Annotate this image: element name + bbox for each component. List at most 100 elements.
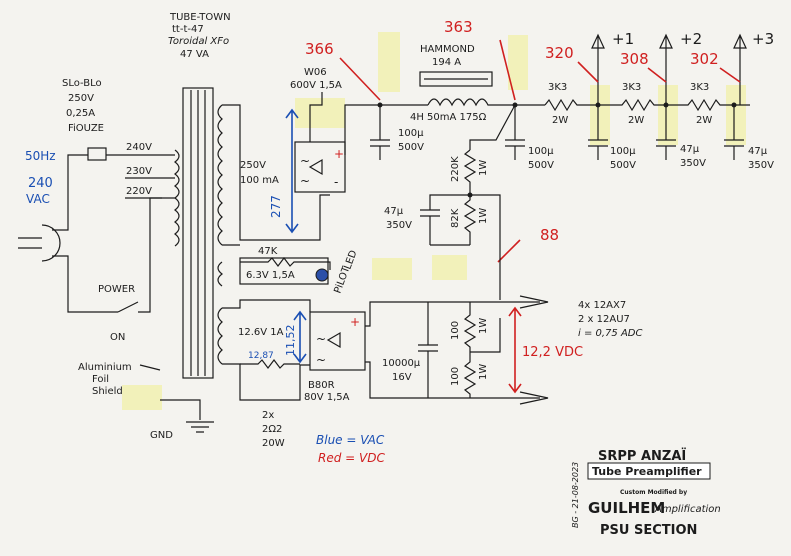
heater-vdc: 12,2 VDC <box>522 345 583 360</box>
heater-dc-rail <box>365 301 540 327</box>
heater-measured-dc: 11,52 <box>284 325 297 357</box>
voltage-308: 308 <box>620 50 649 68</box>
shield-label-3: Shield <box>92 386 123 397</box>
div-cap-value: 47µ <box>384 206 404 217</box>
hv-measured-ac: 277 <box>269 195 283 218</box>
xfo-maker: TUBE-TOWN <box>169 12 231 23</box>
leader-320 <box>577 61 599 83</box>
resistor-3k3-2 <box>598 98 666 112</box>
subtitle-box <box>587 462 711 480</box>
cap5-voltage: 350V <box>748 160 774 171</box>
svg-text:~: ~ <box>316 332 326 346</box>
bplus1-arrow <box>591 33 605 105</box>
heater-winding-1: 6.3V 1,5A <box>246 270 295 281</box>
svg-text:+: + <box>350 315 360 329</box>
heater-current: i = 0,75 ADC <box>578 328 643 339</box>
r2-value: 3K3 <box>622 82 641 93</box>
svg-text:+: + <box>334 147 344 161</box>
heater-bridge-rating: 80V 1,5A <box>304 392 350 403</box>
tap-220: 220V <box>126 186 152 197</box>
hv-capacitors <box>370 105 744 160</box>
voltage-366: 366 <box>305 40 334 58</box>
highlight-mark <box>508 35 528 90</box>
choke-model: 194 A <box>432 57 461 68</box>
heater-ra-value: 100 <box>450 321 461 340</box>
transformer-core <box>174 87 223 379</box>
svg-text:~: ~ <box>316 353 326 367</box>
title-block: BG - 21-08-2023 SRPP ANZAÏ Tube Preampli… <box>571 448 721 538</box>
shield-label-1: Aluminium <box>78 362 132 373</box>
cap1-value: 100µ <box>398 128 424 139</box>
tube-list-1: 4x 12AX7 <box>578 300 626 311</box>
leader-302 <box>719 67 741 83</box>
pilot-led-icon <box>315 268 329 282</box>
fuse-spec: SLo-BLo <box>62 78 102 89</box>
tap-230: 230V <box>126 166 152 177</box>
hv-bridge-name: W06 <box>304 67 327 78</box>
leader-88 <box>497 239 521 263</box>
bplus3-label: +3 <box>752 30 774 48</box>
heater-rb-value: 100 <box>450 367 461 386</box>
bplus3-arrow <box>733 33 747 105</box>
heater-126v: ~ ~ + <box>222 299 366 401</box>
bplus1-label: +1 <box>612 30 634 48</box>
bplus2-arrow <box>659 33 673 105</box>
resistor-3k3-1 <box>544 98 598 112</box>
mains-unit: VAC <box>26 192 50 206</box>
highlight-mark <box>726 85 746 145</box>
power-label: POWER <box>98 284 135 295</box>
legend-red: Red = VDC <box>318 451 385 465</box>
hv-bridge-rating: 600V 1,5A <box>290 80 342 91</box>
custom-modified: Custom Modified by <box>620 489 687 496</box>
cap5-value: 47µ <box>748 146 768 157</box>
svg-text:-: - <box>334 175 338 189</box>
heater-res-value: 2Ω2 <box>262 424 282 435</box>
legend-blue: Blue = VAC <box>316 433 385 447</box>
heater-bias-wire <box>470 318 501 353</box>
r3-watt: 2W <box>696 115 712 126</box>
primary-taps <box>125 154 175 199</box>
fuse-current: 0,25A <box>66 108 95 119</box>
cap1-voltage: 500V <box>398 142 424 153</box>
voltage-363: 363 <box>444 18 473 36</box>
shield-label-2: Foil <box>92 374 109 385</box>
r3-value: 3K3 <box>690 82 709 93</box>
cap2-voltage: 500V <box>528 160 554 171</box>
drawing-date: BG - 21-08-2023 <box>571 462 580 528</box>
highlight-mark <box>590 85 610 145</box>
hammond-choke <box>419 71 498 107</box>
title-main: SRPP ANZAÏ <box>598 448 686 464</box>
div-r2-value: 82K <box>450 208 461 228</box>
choke-make: HAMMOND <box>420 44 475 55</box>
svg-text:~: ~ <box>300 154 310 168</box>
heater-res-watt: 20W <box>262 438 285 449</box>
heater-dc-measure-arrow <box>508 306 522 394</box>
r1-value: 3K3 <box>548 82 567 93</box>
heater-measured-ac: 12,87 <box>248 351 274 361</box>
heater-rb-watt: 1W <box>478 364 489 380</box>
highlight-mark <box>372 258 412 280</box>
cap3-voltage: 500V <box>610 160 636 171</box>
xfo-type: Toroidal XFo <box>168 36 229 47</box>
highlight-mark <box>295 98 345 128</box>
r1-watt: 2W <box>552 115 568 126</box>
div-cap-voltage: 350V <box>386 220 412 231</box>
choke-spec: 4H 50mA 175Ω <box>410 112 487 123</box>
div-r1-value: 220K <box>450 156 461 182</box>
hv-secondary-wire <box>222 104 330 241</box>
mains-voltage: 240 <box>28 176 53 191</box>
fuse-voltage: 250V <box>68 93 94 104</box>
heater-out-arrow <box>519 391 549 405</box>
svg-text:~: ~ <box>300 174 310 188</box>
section-title: PSU SECTION <box>600 523 697 538</box>
voltage-302: 302 <box>690 50 719 68</box>
highlight-mark <box>658 85 678 145</box>
div-r2-watt: 1W <box>478 208 489 224</box>
hv-ac-measure-arrow <box>285 108 299 234</box>
cap2-value: 100µ <box>528 146 554 157</box>
resistor-3k3-3 <box>666 98 750 112</box>
heater-winding-2: 12.6V 1A <box>238 327 284 338</box>
voltage-88: 88 <box>540 226 559 244</box>
tube-list-2: 2 x 12AU7 <box>578 314 630 325</box>
voltage-320: 320 <box>545 44 574 62</box>
